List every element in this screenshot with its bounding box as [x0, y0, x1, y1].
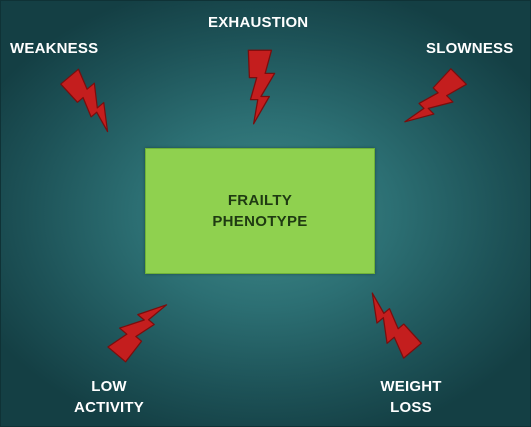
center-title-line2: PHENOTYPE: [212, 213, 308, 230]
weight-loss-line1: WEIGHT: [380, 378, 442, 395]
weakness-label: WEAKNESS: [10, 38, 98, 59]
lightning-bolt-icon: [400, 68, 470, 137]
weight-loss-label: WEIGHT LOSS: [370, 376, 452, 418]
frailty-phenotype-box: FRAILTY PHENOTYPE: [145, 148, 375, 274]
weight-loss-line2: LOSS: [390, 399, 432, 416]
lightning-bolt-icon: [247, 49, 276, 125]
slowness-label: SLOWNESS: [426, 38, 513, 59]
lightning-bolt-icon: [60, 66, 125, 136]
slowness-text: SLOWNESS: [426, 40, 514, 57]
weakness-text: WEAKNESS: [10, 40, 99, 57]
low-activity-line2: ACTIVITY: [74, 399, 144, 416]
lightning-bolt-icon: [355, 289, 422, 361]
lightning-bolt-icon: [104, 290, 172, 363]
low-activity-label: LOW ACTIVITY: [68, 376, 150, 418]
low-activity-line1: LOW: [91, 378, 127, 395]
center-title-line1: FRAILTY: [227, 192, 293, 209]
exhaustion-label: EXHAUSTION: [208, 12, 308, 33]
exhaustion-text: EXHAUSTION: [208, 14, 309, 31]
